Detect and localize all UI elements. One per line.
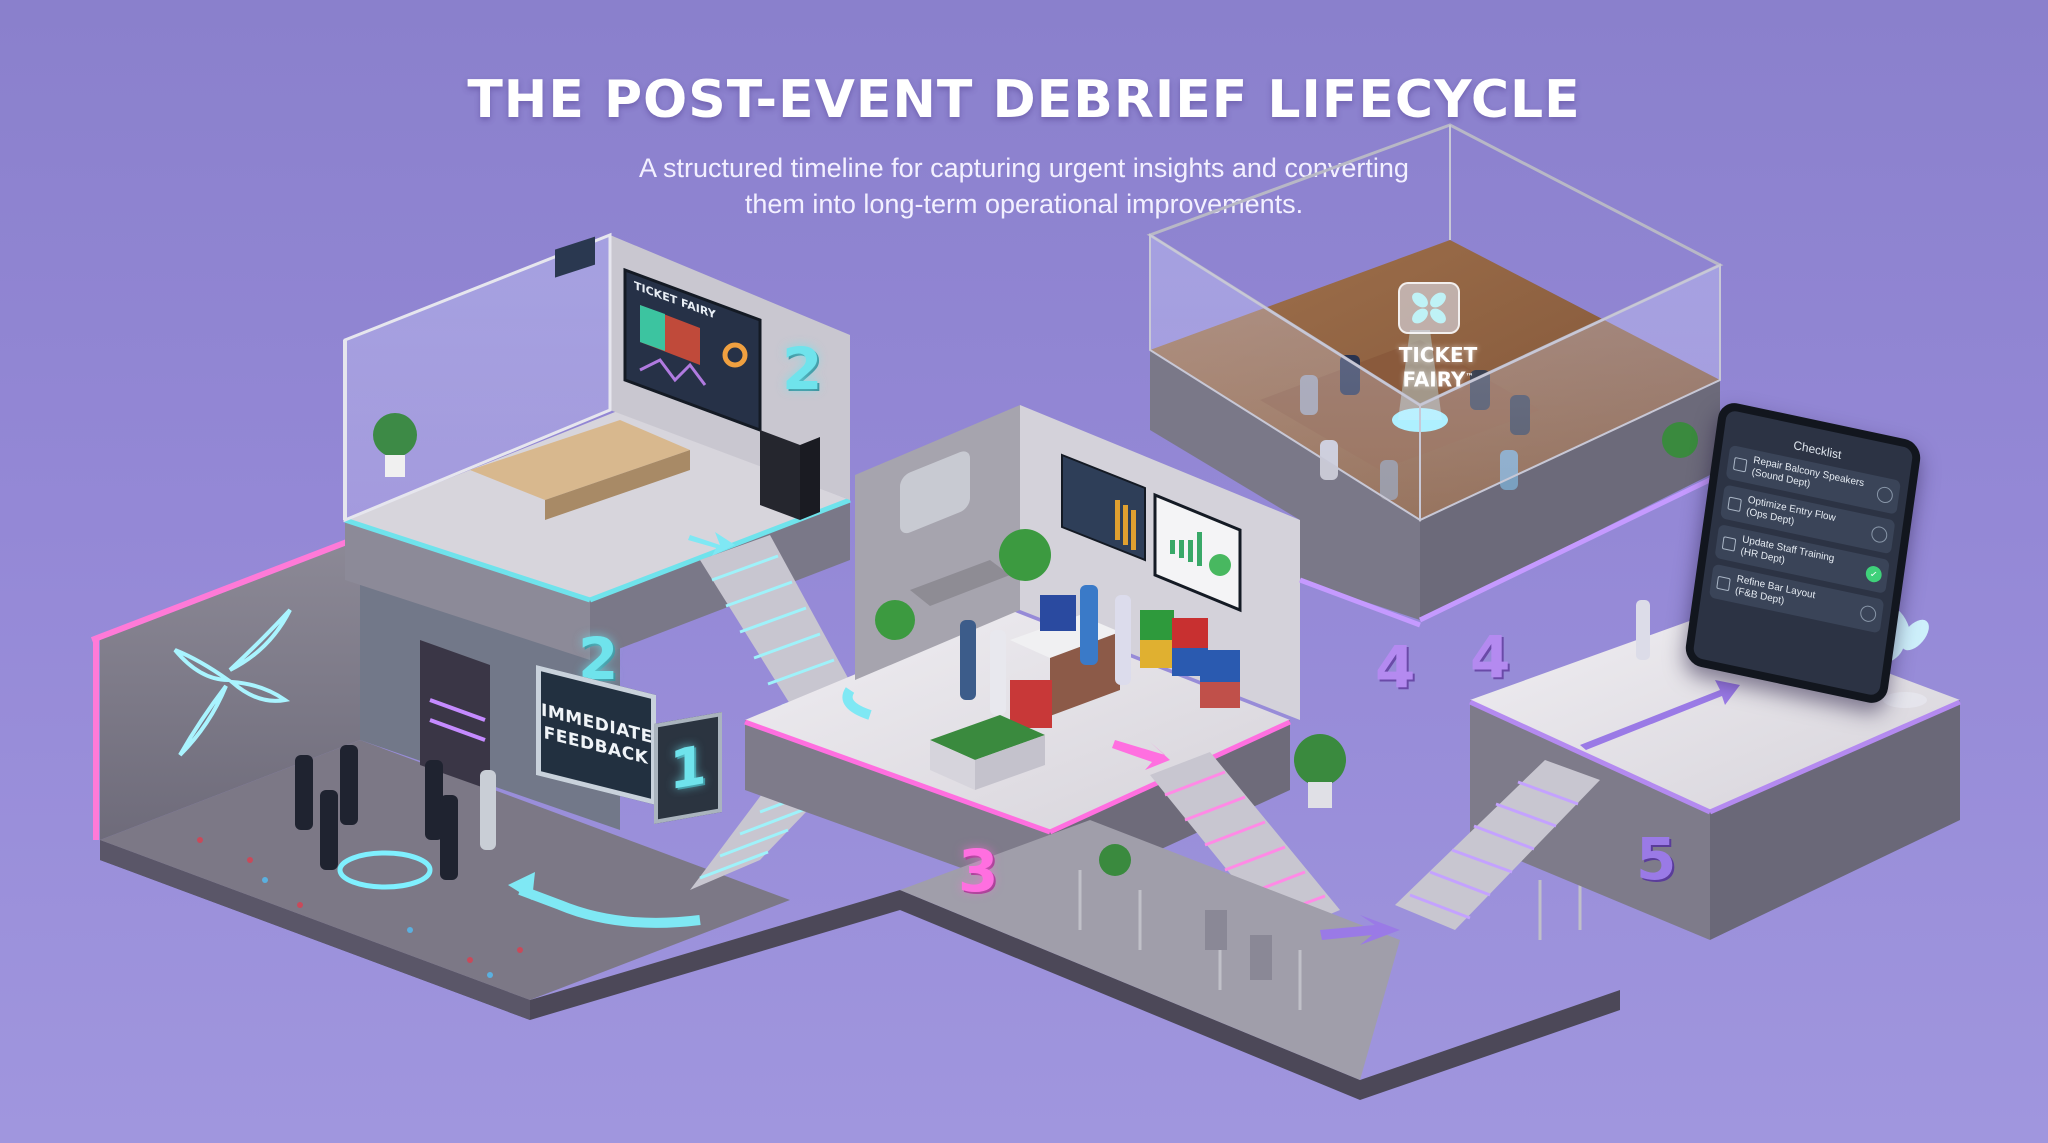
stage-2-number-upper: 2	[782, 335, 823, 403]
stage-4-boardroom	[1146, 123, 1724, 628]
pending-status-icon	[1875, 485, 1894, 505]
stage-5-number: 5	[1636, 825, 1677, 893]
checkbox[interactable]	[1716, 575, 1731, 591]
stage-3-number: 3	[958, 837, 999, 905]
neon-fairy-logo-icon	[173, 608, 292, 757]
checkbox[interactable]	[1727, 496, 1742, 512]
hologram-line-1: TICKET	[1398, 343, 1478, 367]
stage-3-department-review	[744, 405, 1300, 900]
flow-arrow-icon	[508, 872, 535, 900]
hologram-brand-text: TICKET FAIRY™	[1388, 345, 1488, 391]
stage-1-number: 1	[669, 732, 707, 803]
stage-4-number-right: 4	[1470, 623, 1511, 691]
hologram-line-2: FAIRY	[1402, 367, 1466, 392]
trademark-mark: ™	[1465, 372, 1474, 381]
check-icon: ✓	[1864, 564, 1883, 584]
checklist-tablet: Checklist Repair Balcony Speakers(Sound …	[1683, 399, 1923, 707]
lower-walkway	[900, 734, 1582, 1080]
pending-status-icon	[1859, 604, 1878, 624]
subtitle-line-1: A structured timeline for capturing urge…	[639, 153, 1409, 183]
stairs-stage-2-to-3	[700, 535, 860, 720]
stage-1-number-panel: 1	[654, 712, 722, 824]
ticket-fairy-logo-icon	[1398, 282, 1460, 334]
stage-2-control-room	[343, 232, 851, 660]
flow-arrow-icon	[1580, 680, 1740, 750]
drink-crates	[1010, 595, 1240, 728]
checkbox[interactable]	[1732, 456, 1748, 472]
ground-slab	[100, 840, 1620, 1100]
stairs-stage-4-to-5	[1395, 760, 1600, 930]
stage-4-number-left: 4	[1375, 633, 1416, 701]
checkbox[interactable]	[1721, 535, 1737, 552]
pending-status-icon	[1870, 524, 1889, 545]
page-title: THE POST-EVENT DEBRIEF LIFECYCLE	[467, 70, 1581, 130]
